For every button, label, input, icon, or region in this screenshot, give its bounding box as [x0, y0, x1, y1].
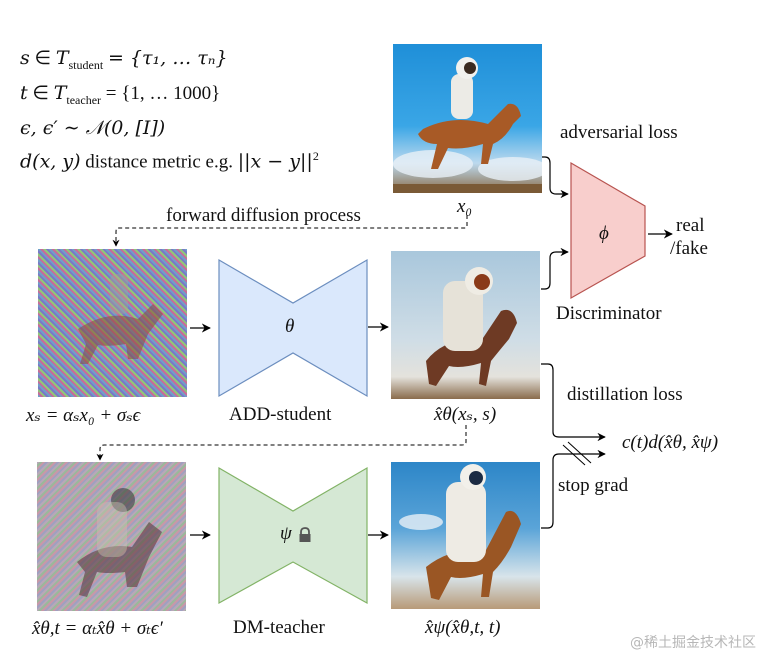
def-noise: ϵ, ϵ′ ∼ 𝒩(0, [I]): [20, 116, 166, 139]
def-sub-teacher: teacher: [66, 92, 102, 107]
def-distance: d(x, y) distance metric e.g. ||x − y||2: [20, 142, 319, 176]
forward-diffusion-connector: [112, 215, 468, 247]
arrow-student-to-loss: [541, 363, 606, 442]
teacher-name-label: DM-teacher: [233, 617, 325, 638]
astronaut-horse-illustration-teacher: [399, 464, 521, 600]
teacher-network-shape: [218, 466, 368, 605]
lock-icon: [299, 527, 311, 542]
arrow-teacher-to-loss: [541, 449, 606, 529]
def-student-timesteps: s ∈ Tstudent = {τ₁, … τₙ}: [20, 47, 228, 72]
def-teacher-timesteps: t ∈ Tteacher = {1, … 1000}: [20, 81, 221, 107]
def-set-T: T: [55, 47, 69, 69]
discriminator-label: Discriminator: [556, 303, 662, 324]
teacher-output-label: x̂ψ(x̂θ,t, t): [425, 617, 501, 638]
def-set-T2: T: [53, 81, 67, 104]
stop-grad-label: stop grad: [558, 475, 629, 496]
noisy-silhouette-2: [77, 488, 162, 597]
adversarial-loss-label: adversarial loss: [560, 122, 678, 143]
stop-grad-mark-1: [562, 444, 586, 466]
notation-definitions: s ∈ Tstudent = {τ₁, … τₙ} t ∈ Tteacher =…: [20, 44, 319, 176]
teacher-output-image: [391, 462, 540, 609]
def-var-s: s: [20, 47, 30, 69]
loss-expression: c(t)d(x̂θ, x̂ψ): [622, 432, 719, 453]
def-sub-student: student: [68, 57, 104, 72]
xs-noisy-image: [38, 249, 187, 397]
arrow-student-to-discriminator: [541, 247, 569, 290]
def-rhs-student: = {τ₁, … τₙ}: [107, 47, 228, 69]
distillation-loss-label: distillation loss: [567, 384, 683, 405]
teacher-symbol: ψ: [280, 523, 292, 544]
stop-grad-mark-2: [567, 441, 592, 464]
xt-equation: x̂θ,t = αₜx̂θ + σₜϵ′: [32, 618, 163, 639]
def-distance-desc: distance metric e.g.: [85, 150, 233, 172]
x0-image: [393, 44, 542, 193]
def-norm-sup: 2: [312, 148, 319, 163]
student-output-image: [391, 251, 540, 399]
xt-noisy-image: [37, 462, 186, 611]
def-var-t: t: [20, 81, 28, 104]
student-symbol: θ: [285, 316, 295, 337]
def-distance-norm: ||x − y||: [237, 149, 313, 172]
astronaut-horse-illustration: [393, 57, 542, 193]
def-distance-fn: d(x, y): [20, 149, 81, 172]
arrow-x0-to-discriminator: [542, 156, 569, 199]
student-name-label: ADD-student: [229, 404, 332, 425]
student-network-shape: [218, 258, 368, 398]
astronaut-horse-illustration-student: [426, 267, 517, 386]
noisy-silhouette: [78, 274, 163, 364]
discriminator-shape: [570, 161, 646, 300]
real-label: real: [676, 215, 705, 236]
xs-equation: xₛ = αₛx₀ + σₛϵ: [26, 405, 141, 426]
def-rhs-teacher: = {1, … 1000}: [105, 82, 221, 104]
watermark: @稀土掘金技术社区: [630, 635, 756, 651]
x0-label: x₀: [457, 196, 473, 217]
student-output-label: x̂θ(xₛ, s): [434, 404, 497, 425]
forward-diffusion-label: forward diffusion process: [166, 205, 361, 226]
discriminator-symbol: ϕ: [599, 223, 609, 244]
renoise-connector: [96, 425, 467, 461]
fake-label: /fake: [670, 238, 708, 259]
